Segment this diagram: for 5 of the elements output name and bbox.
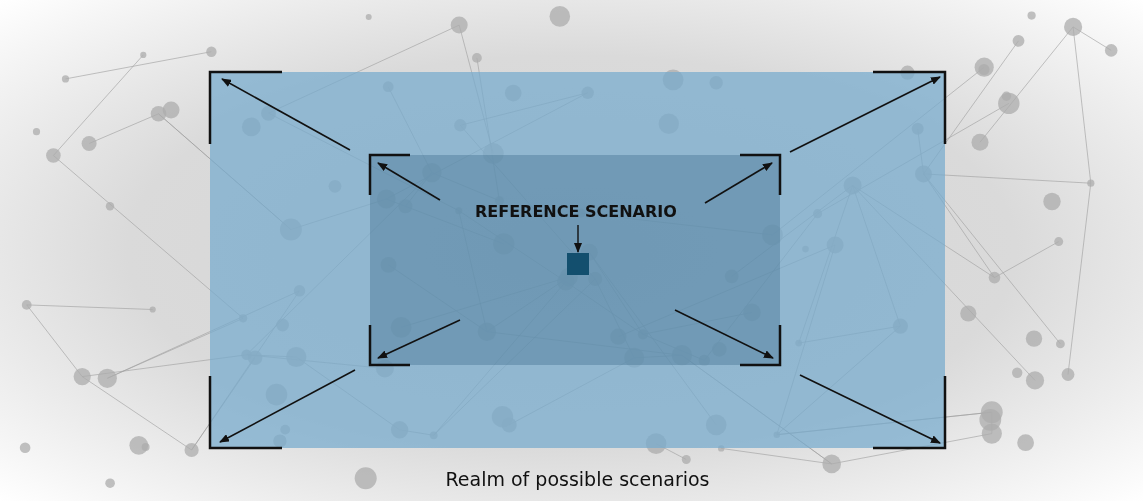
region-label: Realm of possible scenarios	[444, 468, 711, 490]
inner-region-box	[370, 155, 780, 365]
reference-square	[567, 253, 589, 275]
reference-label: REFERENCE SCENARIO	[475, 200, 675, 224]
arrow	[574, 224, 582, 253]
